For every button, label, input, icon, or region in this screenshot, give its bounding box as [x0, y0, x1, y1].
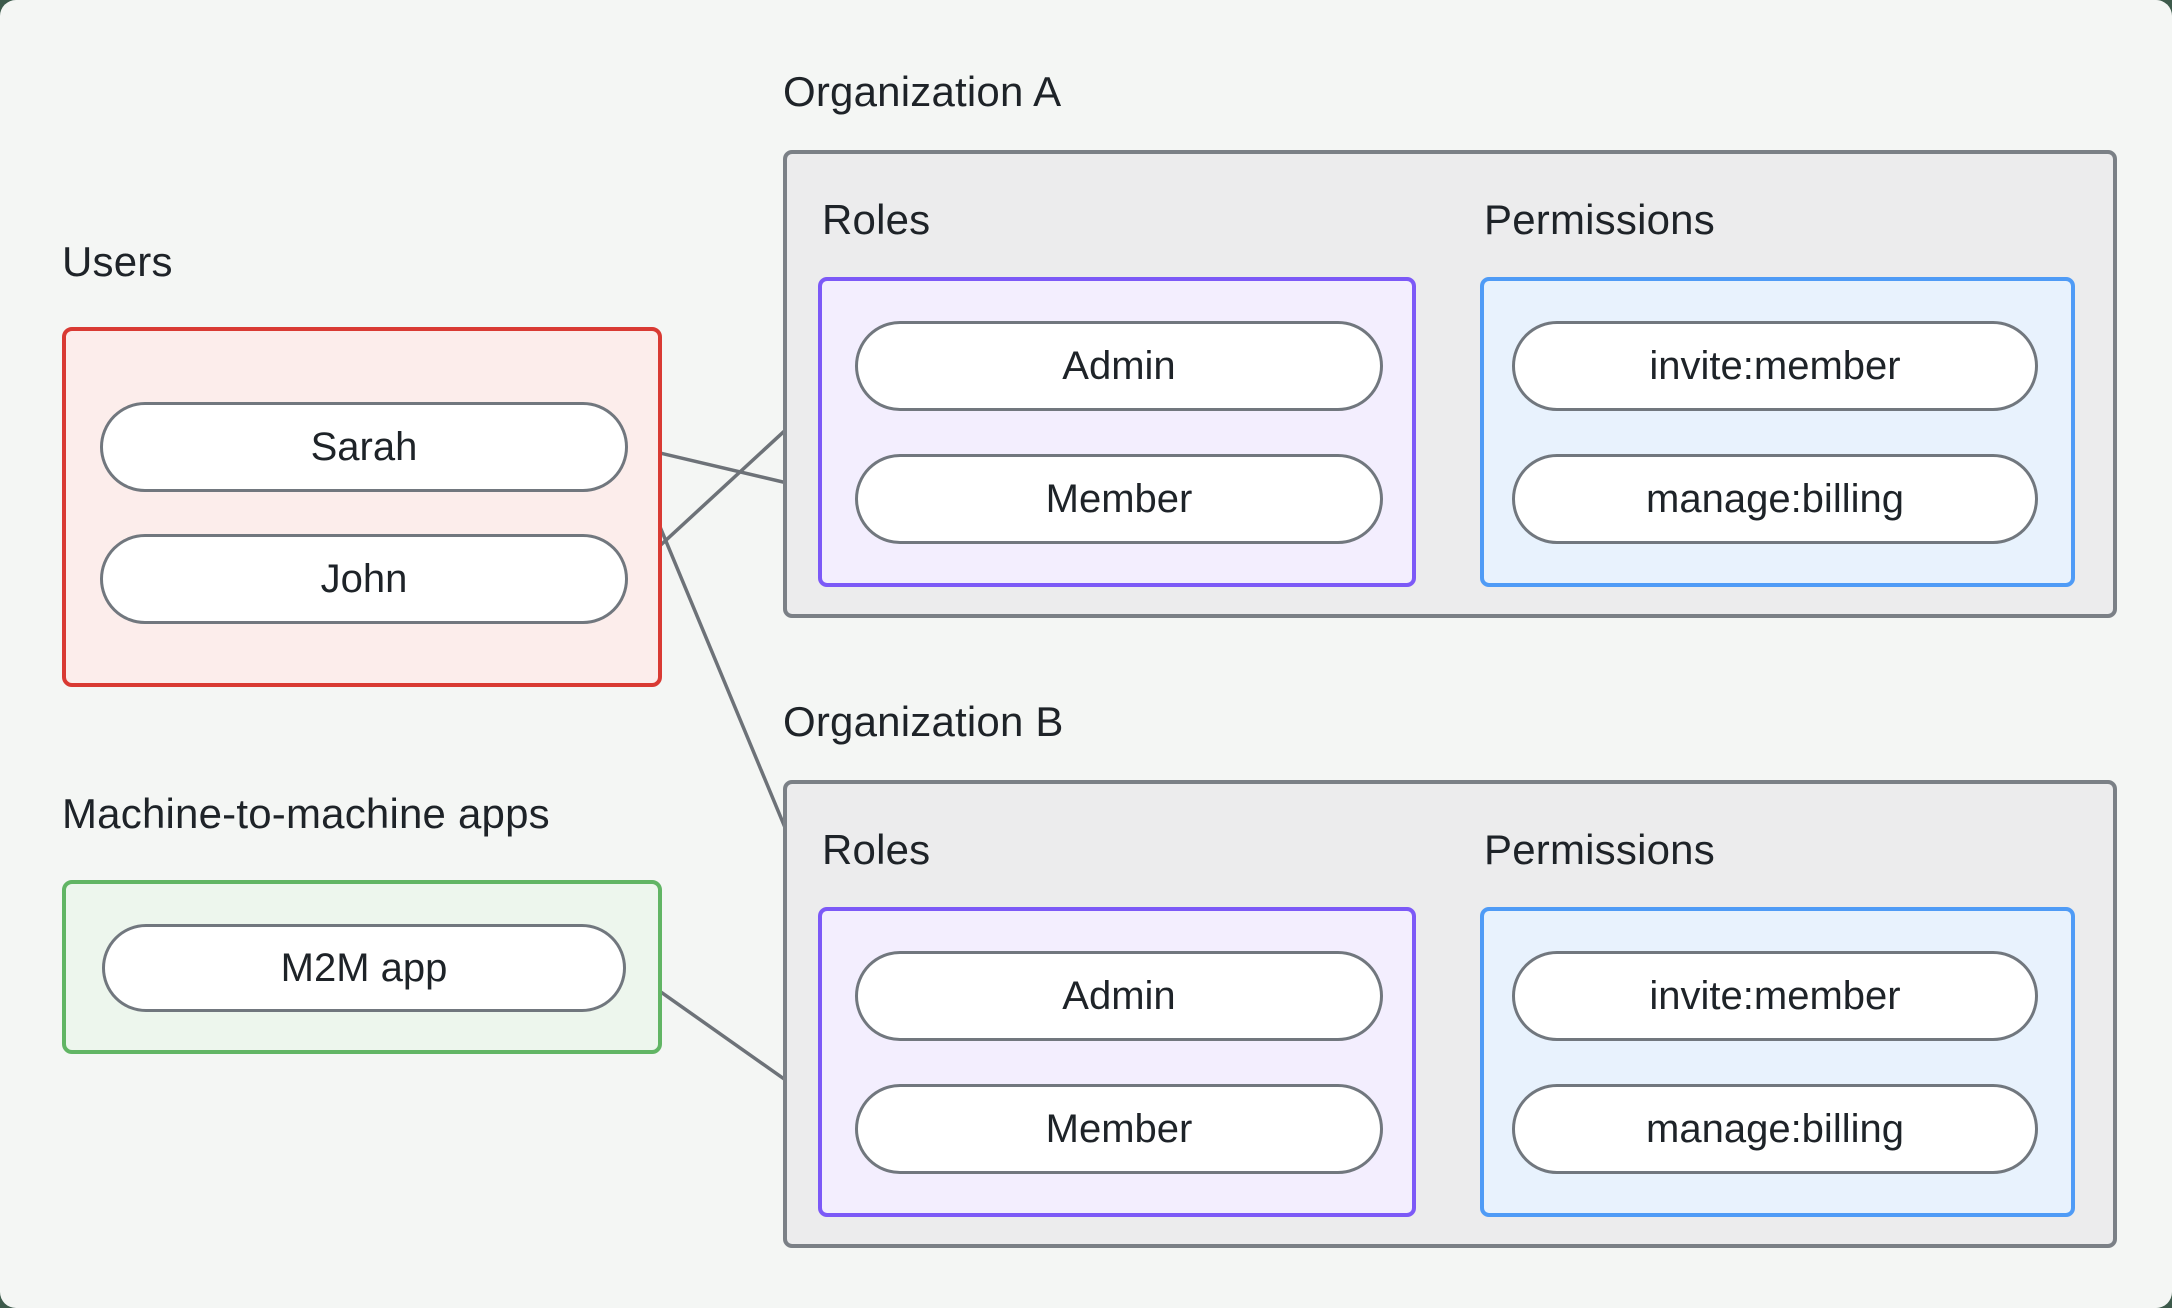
org-a-permission-invite-member-label: invite:member	[1649, 343, 1901, 388]
org-a-role-member: Member	[855, 454, 1383, 544]
org-b-role-admin-label: Admin	[1062, 973, 1176, 1018]
m2m-app-node-label: M2M app	[280, 945, 448, 990]
org-b-permission-manage-billing: manage:billing	[1512, 1084, 2038, 1174]
org-a-roles-box: Admin Member	[818, 277, 1416, 587]
user-node-john: John	[100, 534, 628, 624]
org-b-roles-box: Admin Member	[818, 907, 1416, 1217]
users-group-box: Sarah John	[62, 327, 662, 687]
org-b-permission-manage-billing-label: manage:billing	[1646, 1106, 1904, 1151]
org-a-role-admin-label: Admin	[1062, 343, 1176, 388]
org-a-permission-invite-member: invite:member	[1512, 321, 2038, 411]
user-node-john-label: John	[320, 556, 408, 601]
org-a-title: Organization A	[783, 68, 1062, 115]
m2m-app-node: M2M app	[102, 924, 626, 1012]
org-b-title: Organization B	[783, 698, 1064, 745]
org-b-roles-label: Roles	[822, 826, 931, 873]
m2m-group-label: Machine-to-machine apps	[62, 790, 550, 837]
org-b-role-member-label: Member	[1045, 1106, 1193, 1151]
org-b-permissions-box: invite:member manage:billing	[1480, 907, 2075, 1217]
org-a-permission-manage-billing: manage:billing	[1512, 454, 2038, 544]
org-a-roles-label: Roles	[822, 196, 931, 243]
user-node-sarah-label: Sarah	[310, 424, 418, 469]
org-b-panel: Roles Admin Member Permissions invite:me…	[783, 780, 2117, 1248]
users-group-label: Users	[62, 238, 173, 285]
org-a-permissions-label: Permissions	[1484, 196, 1715, 243]
org-b-permission-invite-member: invite:member	[1512, 951, 2038, 1041]
org-a-permissions-box: invite:member manage:billing	[1480, 277, 2075, 587]
org-b-permission-invite-member-label: invite:member	[1649, 973, 1901, 1018]
org-a-panel: Roles Admin Member Permissions invite:me…	[783, 150, 2117, 618]
user-node-sarah: Sarah	[100, 402, 628, 492]
org-a-role-member-label: Member	[1045, 476, 1193, 521]
org-a-role-admin: Admin	[855, 321, 1383, 411]
org-b-role-admin: Admin	[855, 951, 1383, 1041]
org-b-permissions-label: Permissions	[1484, 826, 1715, 873]
org-b-role-member: Member	[855, 1084, 1383, 1174]
m2m-group-box: M2M app	[62, 880, 662, 1054]
org-a-permission-manage-billing-label: manage:billing	[1646, 476, 1904, 521]
